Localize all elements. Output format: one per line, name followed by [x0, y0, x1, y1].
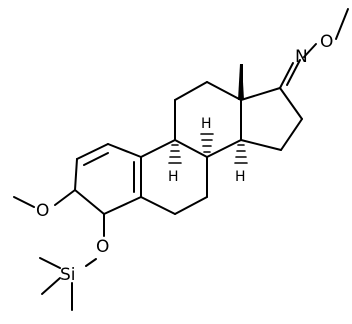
double-bond-second	[286, 59, 301, 86]
bond	[140, 139, 176, 158]
bond	[13, 196, 35, 208]
ring-b	[140, 139, 208, 215]
atom-label-n: N	[295, 47, 308, 67]
ring-c	[174, 81, 242, 158]
atom-label-o-silyl: O	[96, 237, 109, 257]
stereo-h-c14: H	[234, 144, 248, 185]
h-label-c14: H	[235, 169, 246, 185]
bond	[85, 258, 97, 267]
oxime-group: N O	[279, 8, 349, 89]
bond	[54, 189, 76, 206]
bond	[41, 277, 61, 295]
bond	[174, 196, 208, 215]
bond	[206, 139, 242, 158]
bond	[74, 158, 78, 191]
trimethylsilyloxy-group: O Si	[39, 213, 109, 311]
stereo-h-c8: H	[200, 116, 214, 153]
methoxy-group: O	[13, 189, 76, 221]
bond	[103, 196, 142, 215]
bond	[140, 196, 176, 215]
bond	[279, 87, 303, 120]
bond	[279, 62, 294, 89]
bond	[280, 118, 303, 151]
bond	[76, 143, 109, 160]
h-label-c9: H	[168, 169, 179, 185]
bond	[335, 8, 349, 40]
stereo-h-c9: H	[168, 144, 182, 185]
bond	[107, 143, 142, 158]
methyl-wedge-shape	[238, 64, 244, 100]
bond	[240, 139, 282, 151]
bond	[174, 81, 208, 101]
h-label-c8: H	[201, 116, 212, 132]
ring-d	[240, 87, 303, 151]
atom-label-o-methoxy: O	[36, 201, 49, 221]
atom-label-o: O	[320, 32, 333, 52]
bond	[240, 87, 281, 101]
bond	[174, 139, 208, 158]
ring-a-aromatic	[74, 143, 142, 215]
bond	[206, 81, 242, 101]
bond	[39, 257, 61, 269]
double-bond-inner	[83, 152, 109, 166]
bond	[303, 43, 317, 58]
atom-label-si: Si	[60, 265, 76, 285]
bond	[74, 189, 105, 215]
